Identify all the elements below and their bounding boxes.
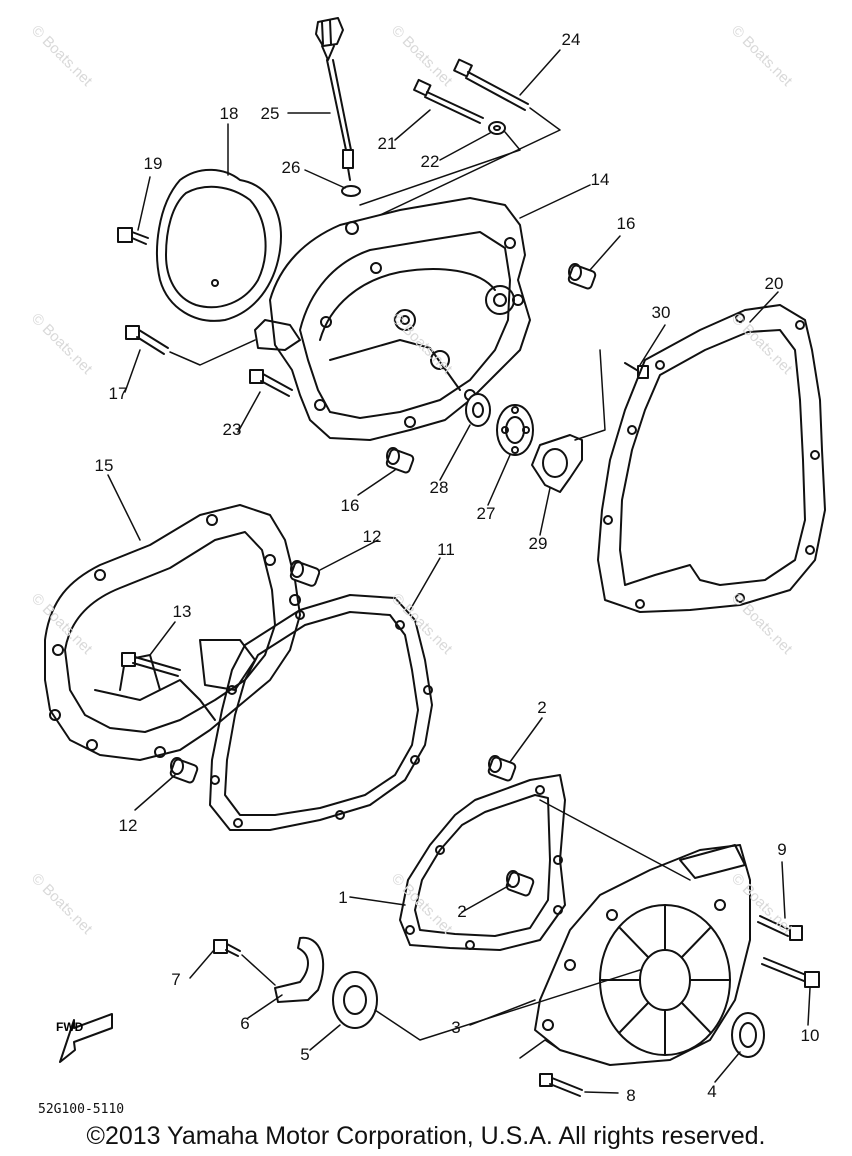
part-o-ring — [341, 185, 361, 197]
part-bolt-13 — [121, 652, 181, 677]
part-clip — [274, 936, 325, 1003]
part-seal-28 — [465, 393, 491, 427]
fwd-arrow — [59, 1013, 113, 1063]
part-dowel-upper — [567, 263, 597, 290]
callout-2b: 2 — [457, 902, 467, 921]
callout-18: 18 — [219, 104, 239, 123]
callout-22: 22 — [420, 152, 440, 171]
part-gasket-1 — [399, 774, 566, 951]
part-bolt-17 — [125, 325, 256, 366]
part-dipstick — [315, 17, 354, 181]
part-dowel-lower — [385, 447, 415, 474]
part-seal-4 — [731, 1012, 765, 1058]
callout-12b: 12 — [118, 816, 138, 835]
callout-8: 8 — [626, 1086, 636, 1105]
drawing-code: 52G100-5110 — [38, 1102, 125, 1117]
part-gasket-11 — [209, 594, 433, 831]
callout-16b: 16 — [340, 496, 360, 515]
part-bolt-10 — [539, 799, 820, 988]
callout-28: 28 — [429, 478, 449, 497]
part-dowel-12-lower — [169, 757, 199, 784]
part-bolt-19 — [117, 227, 149, 245]
callout-10: 10 — [800, 1026, 820, 1045]
callout-17: 17 — [108, 384, 128, 403]
leader-washer-path — [359, 131, 521, 206]
copyright-text: ©2013 Yamaha Motor Corporation, U.S.A. A… — [86, 1122, 766, 1150]
callout-19: 19 — [143, 154, 163, 173]
part-round-cover — [156, 168, 282, 322]
part-bolt-9 — [757, 915, 803, 941]
part-washer — [488, 121, 506, 135]
part-seal-5 — [332, 969, 641, 1041]
callout-12a: 12 — [362, 527, 382, 546]
part-bolt-23 — [249, 369, 293, 397]
callout-3: 3 — [451, 1018, 461, 1037]
part-left-cover — [44, 504, 301, 761]
callout-1: 1 — [338, 888, 348, 907]
callout-15: 15 — [94, 456, 114, 475]
part-long-bolts — [413, 58, 529, 124]
leader-lines — [107, 49, 811, 1094]
callout-5: 5 — [300, 1045, 310, 1064]
callout-9: 9 — [777, 840, 787, 859]
callout-30: 30 — [651, 303, 671, 322]
callout-6: 6 — [240, 1014, 250, 1033]
callout-23: 23 — [222, 420, 242, 439]
callout-25: 25 — [260, 104, 280, 123]
part-dowel-12-upper — [289, 560, 321, 587]
part-bolt-8 — [519, 1039, 583, 1097]
callout-7: 7 — [171, 970, 181, 989]
callout-27: 27 — [476, 504, 496, 523]
callout-29: 29 — [528, 534, 548, 553]
part-gasket-20 — [597, 304, 826, 613]
part-dowel-2-upper — [487, 755, 517, 782]
callout-4: 4 — [707, 1082, 717, 1101]
callout-11: 11 — [437, 540, 455, 559]
callout-26: 26 — [281, 158, 301, 177]
part-bolt-7 — [213, 939, 276, 986]
callout-21: 21 — [377, 134, 397, 153]
callout-24: 24 — [561, 30, 581, 49]
leader-bolt-path — [379, 107, 561, 216]
callout-14: 14 — [590, 170, 610, 189]
part-dowel-2-lower — [505, 870, 535, 897]
callout-20: 20 — [764, 274, 784, 293]
part-bearing — [496, 404, 534, 456]
callout-16a: 16 — [616, 214, 636, 233]
callout-2a: 2 — [537, 698, 547, 717]
callout-13: 13 — [172, 602, 192, 621]
part-plate — [531, 434, 583, 493]
part-small-cover — [534, 844, 751, 1066]
fwd-label: FWD — [56, 1020, 84, 1034]
part-screw-30 — [574, 349, 649, 441]
